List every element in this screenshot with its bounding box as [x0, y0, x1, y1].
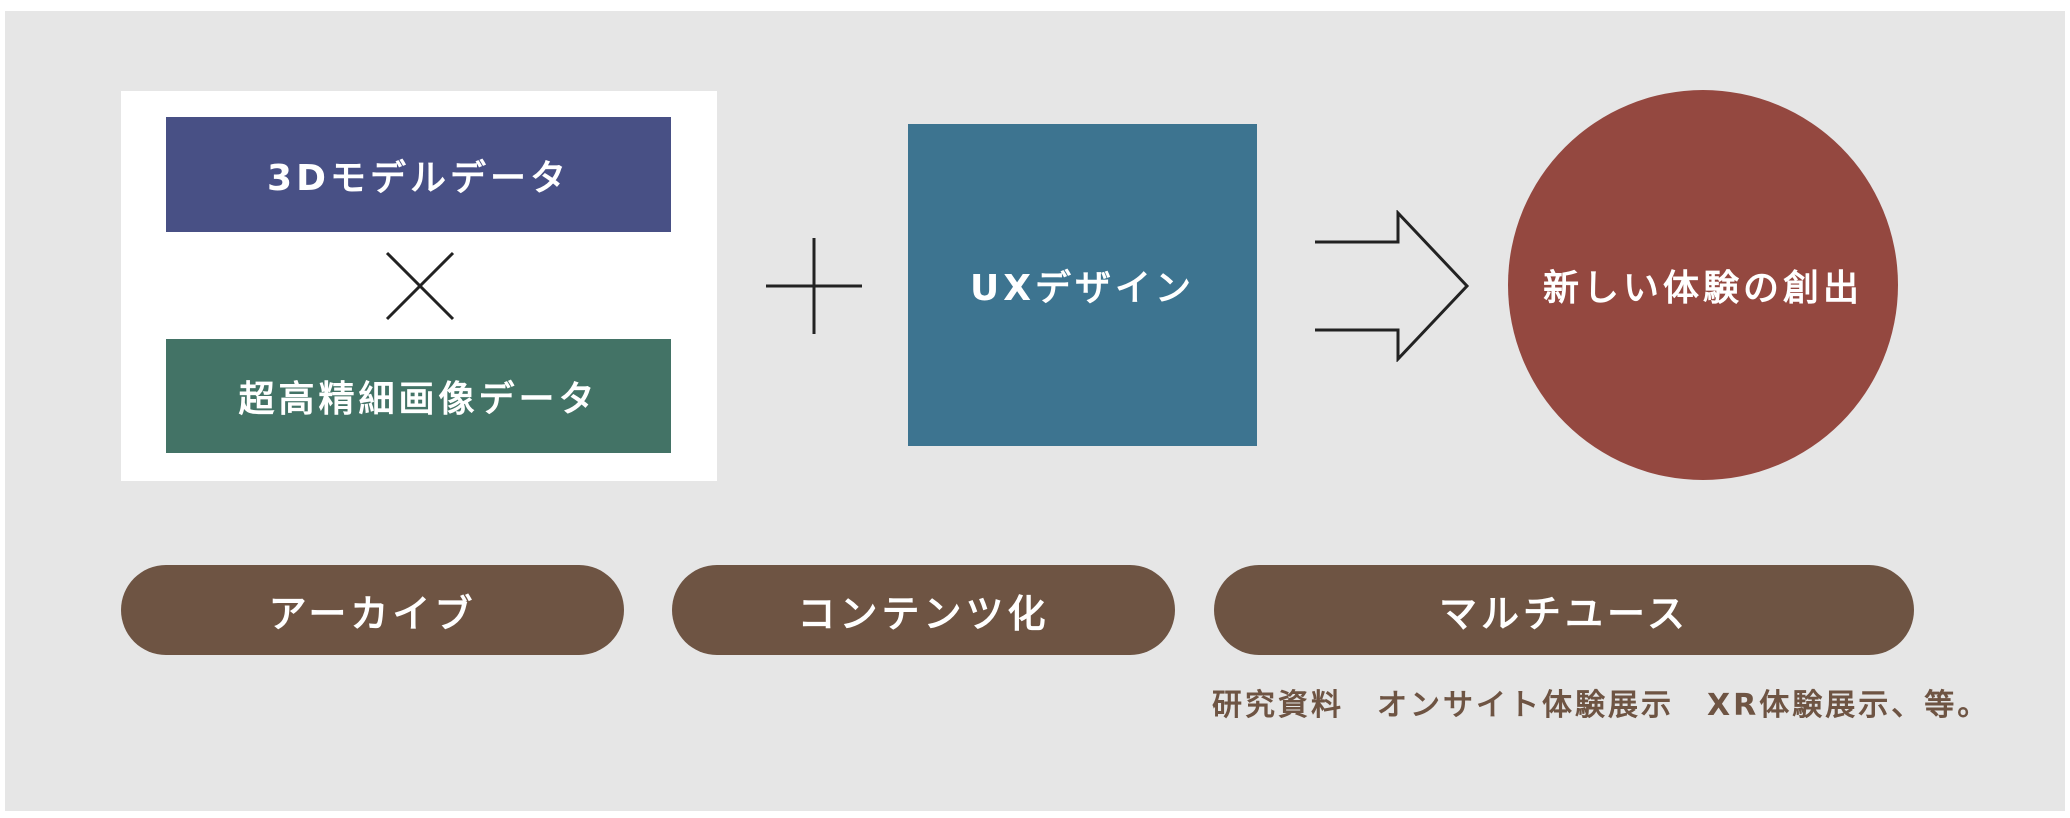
stage-contents: コンテンツ化 [672, 565, 1175, 655]
model-data-box: 3Dモデルデータ [166, 117, 671, 232]
stage-label: コンテンツ化 [797, 591, 1050, 636]
plus-icon [766, 238, 862, 334]
image-data-box: 超高精細画像データ [166, 339, 671, 453]
stage-label: マルチユース [1438, 591, 1690, 636]
ux-design-label: UXデザイン [970, 268, 1195, 309]
result-label: 新しい体験の創出 [1542, 268, 1863, 309]
stage-archive: アーカイブ [121, 565, 624, 655]
result-circle: 新しい体験の創出 [1508, 90, 1898, 480]
stage-label: アーカイブ [268, 591, 477, 636]
arrow-right-icon [1315, 210, 1470, 362]
stage-multiuse: マルチユース [1214, 565, 1914, 655]
multiuse-examples: 研究資料 オンサイト体験展示 XR体験展示、等。 [1212, 688, 1991, 723]
ux-design-box: UXデザイン [908, 124, 1257, 446]
image-data-label: 超高精細画像データ [238, 379, 599, 420]
model-data-label: 3Dモデルデータ [267, 157, 570, 199]
multiply-icon [385, 251, 455, 321]
